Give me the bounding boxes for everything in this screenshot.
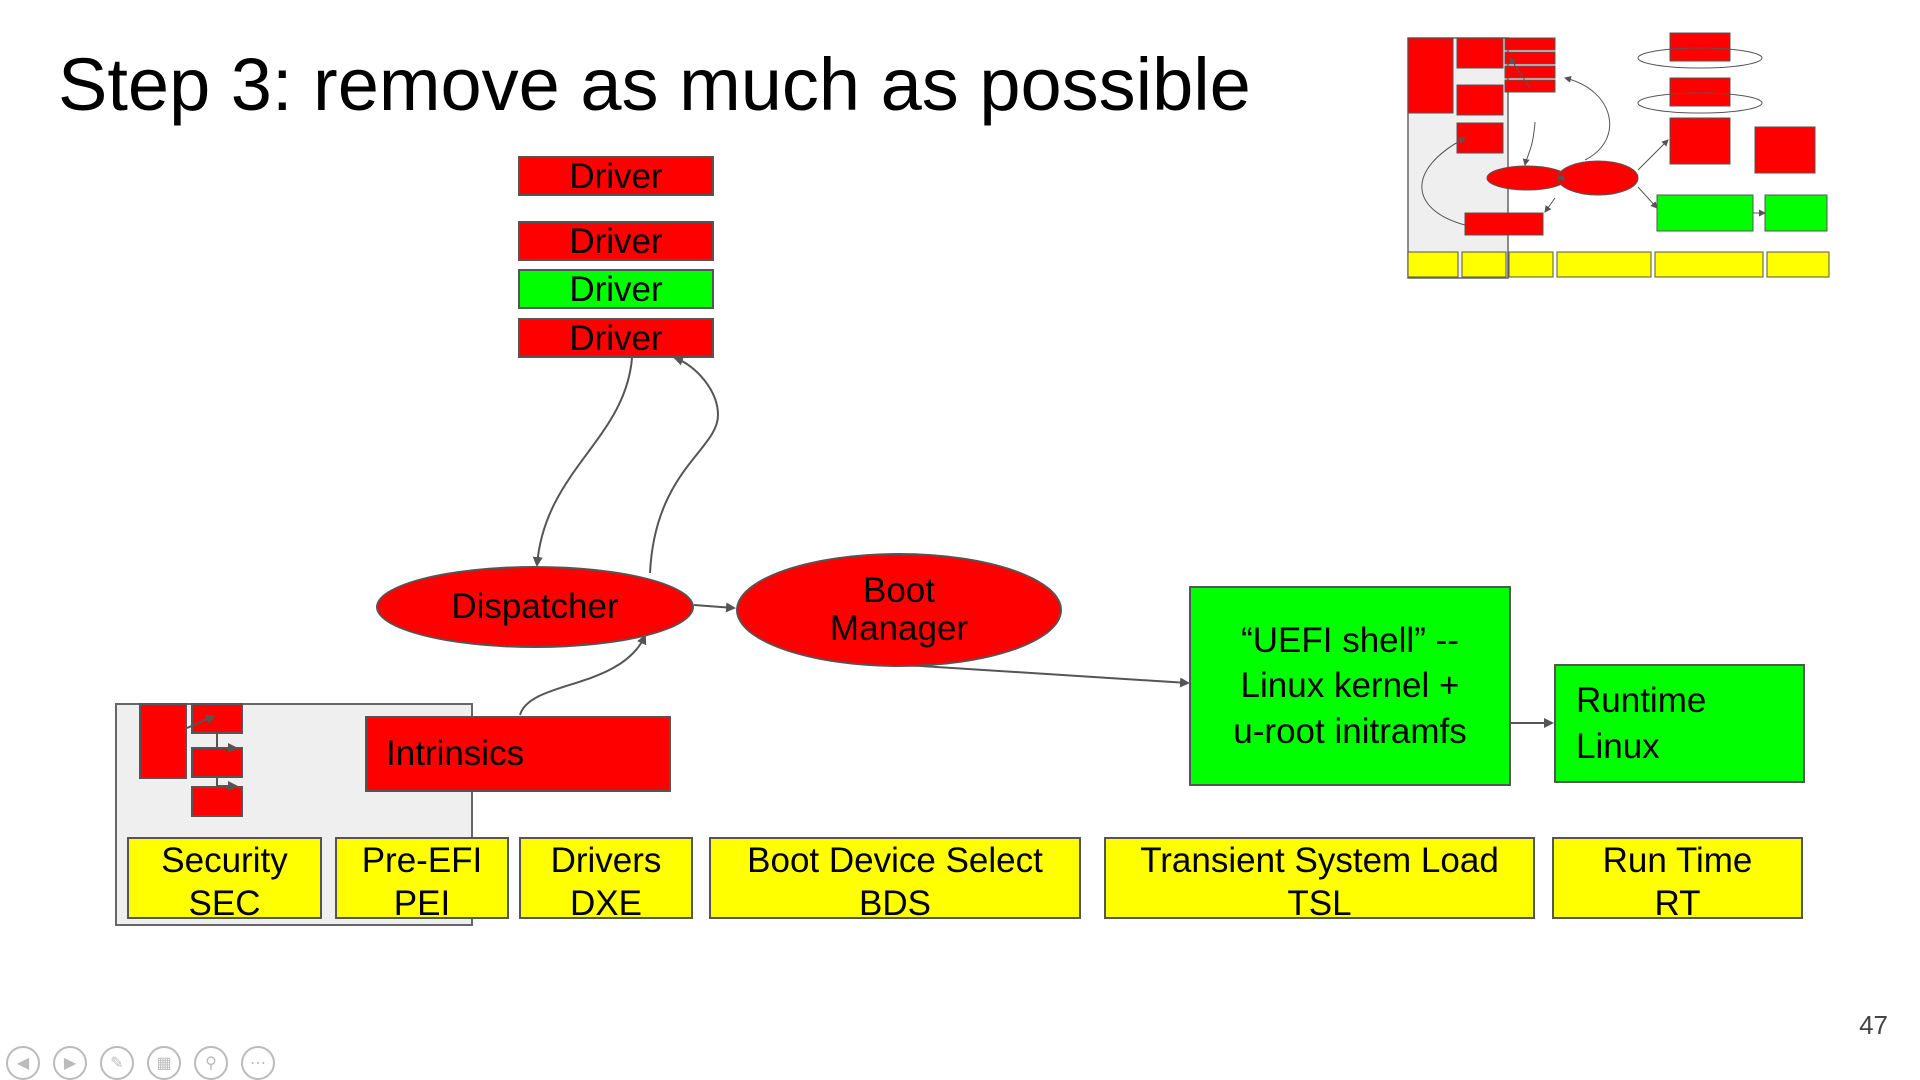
phase-dxe-name: Drivers — [550, 841, 662, 880]
arrow-pei-2-to-3 — [216, 778, 238, 791]
driver-box-4: Driver — [518, 318, 714, 358]
pei-block-1 — [191, 703, 243, 734]
phase-sec-name: Security — [161, 841, 288, 880]
arrow-bootmanager-to-shell — [904, 664, 1190, 688]
prev-icon[interactable]: ◀ — [6, 1046, 40, 1080]
runtime-linux-node: Runtime Linux — [1554, 664, 1805, 783]
arrow-driver-to-dispatcher — [532, 357, 633, 567]
arrow-intrinsics-to-dispatcher — [519, 634, 647, 716]
page-number: 47 — [1859, 1010, 1888, 1040]
dispatcher-node: Dispatcher — [376, 566, 694, 648]
uefi-shell-node: “UEFI shell” -- Linux kernel + u-root in… — [1189, 586, 1511, 786]
uefi-shell-label: “UEFI shell” -- Linux kernel + u-root in… — [1233, 620, 1467, 751]
boot-manager-label: Boot Manager — [829, 571, 969, 648]
zoom-icon[interactable]: ⚲ — [194, 1046, 228, 1080]
phase-tsl-name: Transient System Load — [1140, 841, 1499, 880]
intrinsics-label: Intrinsics — [386, 734, 525, 774]
phase-bds-abbr: BDS — [859, 884, 931, 923]
slides-icon[interactable]: ▦ — [147, 1046, 181, 1080]
arrow-sec-to-pei — [186, 714, 216, 729]
arrow-dispatcher-to-driver — [649, 355, 720, 574]
dispatcher-label: Dispatcher — [451, 587, 619, 627]
phase-dxe: Drivers DXE — [519, 837, 693, 923]
phase-rt-abbr: RT — [1654, 884, 1701, 923]
phase-sec: Security SEC — [127, 837, 322, 923]
phase-pei-abbr: PEI — [393, 884, 451, 923]
sec-block — [139, 703, 187, 779]
driver-box-2: Driver — [518, 221, 714, 261]
phase-sec-abbr: SEC — [188, 884, 261, 923]
overview-thumbnail — [1407, 32, 1830, 279]
intrinsics-node: Intrinsics — [365, 716, 671, 792]
phase-pei-name: Pre-EFI — [361, 841, 483, 880]
slide-title: Step 3: remove as much as possible — [58, 43, 1251, 126]
phase-rt: Run Time RT — [1552, 837, 1803, 923]
phase-dxe-abbr: DXE — [570, 884, 642, 923]
phase-tsl: Transient System Load TSL — [1104, 837, 1535, 923]
next-icon[interactable]: ▶ — [53, 1046, 87, 1080]
driver-box-3: Driver — [518, 269, 714, 309]
arrow-dispatcher-to-bootmanager — [693, 602, 736, 613]
pen-icon[interactable]: ✎ — [100, 1046, 134, 1080]
phase-bds: Boot Device Select BDS — [709, 837, 1081, 923]
phase-rt-name: Run Time — [1602, 841, 1753, 880]
boot-manager-node: Boot Manager — [736, 553, 1062, 667]
arrow-pei-1-to-2 — [216, 734, 238, 753]
phase-tsl-abbr: TSL — [1287, 884, 1352, 923]
phase-bds-name: Boot Device Select — [747, 841, 1043, 880]
phase-pei: Pre-EFI PEI — [335, 837, 509, 923]
pei-block-3 — [191, 786, 243, 817]
runtime-linux-label: Runtime Linux — [1576, 681, 1707, 766]
more-icon[interactable]: ⋯ — [241, 1046, 275, 1080]
driver-box-1: Driver — [518, 156, 714, 196]
